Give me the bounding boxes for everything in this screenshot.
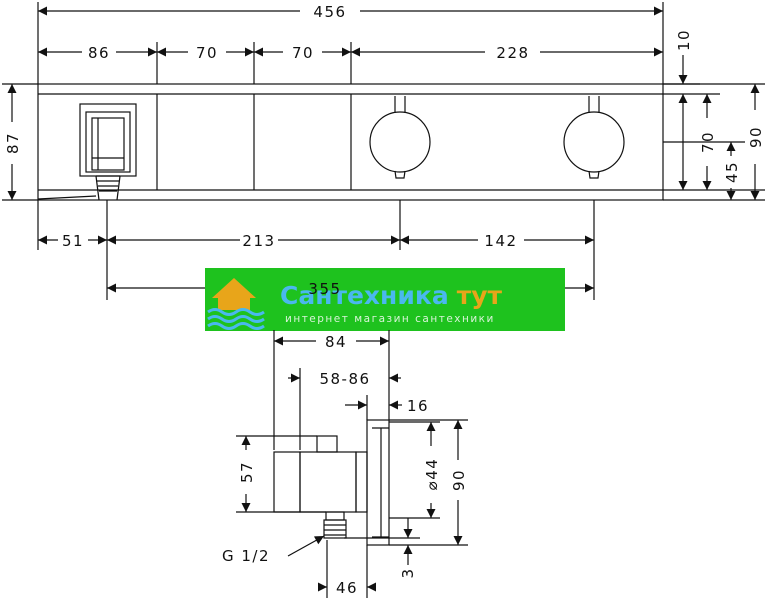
dim-outlet-offset: 51 [62, 232, 84, 250]
dim-bottom-offset: 3 [399, 567, 417, 578]
dim-outlet-to-knob: 213 [242, 232, 275, 250]
dim-knob-offset: 70 [699, 131, 717, 153]
dim-height: 87 [4, 132, 22, 154]
side-view [236, 330, 468, 598]
watermark-subtitle: интернет магазин сантехники [285, 313, 495, 325]
dim-segment-2: 70 [196, 44, 218, 62]
dim-segment-1: 86 [88, 44, 110, 62]
dim-overall-width: 456 [313, 3, 346, 21]
dim-diameter: ⌀44 [423, 458, 441, 491]
dim-thread: G 1/2 [222, 547, 270, 565]
dim-outlet-to-knob-total: 355 [308, 280, 341, 298]
dim-body-height: 57 [238, 461, 256, 483]
dim-knob-center-height: 45 [723, 161, 741, 183]
side-view-labels: 84 58-86 16 57 ⌀44 90 G 1/2 3 46 [222, 333, 468, 597]
front-view-labels: 456 86 70 70 228 10 70 45 90 87 51 213 1… [4, 3, 765, 298]
dim-segment-3: 70 [292, 44, 314, 62]
front-view [2, 2, 765, 300]
dim-knob-spacing: 142 [484, 232, 517, 250]
watermark-banner [205, 268, 565, 331]
dim-plate-height: 90 [450, 469, 468, 491]
dim-plate-depth: 16 [407, 397, 429, 415]
dim-total-height: 90 [747, 126, 765, 148]
dim-outlet-depth: 46 [336, 579, 358, 597]
house-logo-icon [207, 278, 265, 330]
dim-depth: 84 [325, 333, 347, 351]
dim-adjust-range: 58-86 [319, 370, 370, 388]
dim-top-offset: 10 [675, 29, 693, 51]
dim-segment-4: 228 [496, 44, 529, 62]
